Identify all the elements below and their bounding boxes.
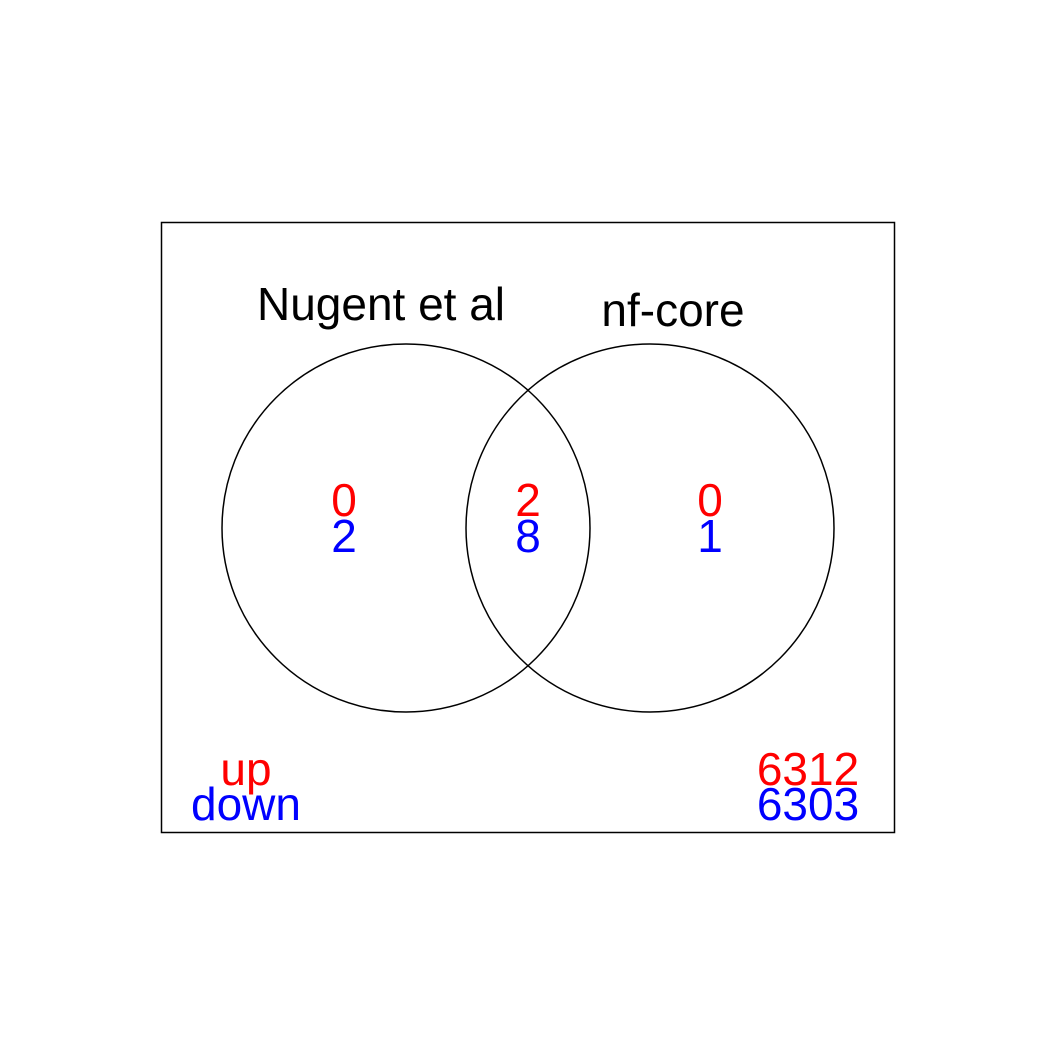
set-label-nfcore: nf-core [601,284,744,336]
universe-box [160,221,896,834]
set-label-nugent: Nugent et al [257,278,505,330]
nfcore-only-up-count: 0 [697,474,723,526]
legend-down-label: down [191,778,301,830]
both-up-count: 2 [515,474,541,526]
neither-up-count: 6312 [757,743,859,795]
legend-up-label: up [220,743,271,795]
nugent-only-up-count: 0 [331,474,357,526]
set-circle-nugent [221,343,591,713]
both-down-count: 8 [515,510,541,562]
nugent-only-down-count: 2 [331,510,357,562]
nfcore-only-down-count: 1 [697,510,723,562]
neither-down-count: 6303 [757,778,859,830]
set-circle-nfcore [465,343,835,713]
